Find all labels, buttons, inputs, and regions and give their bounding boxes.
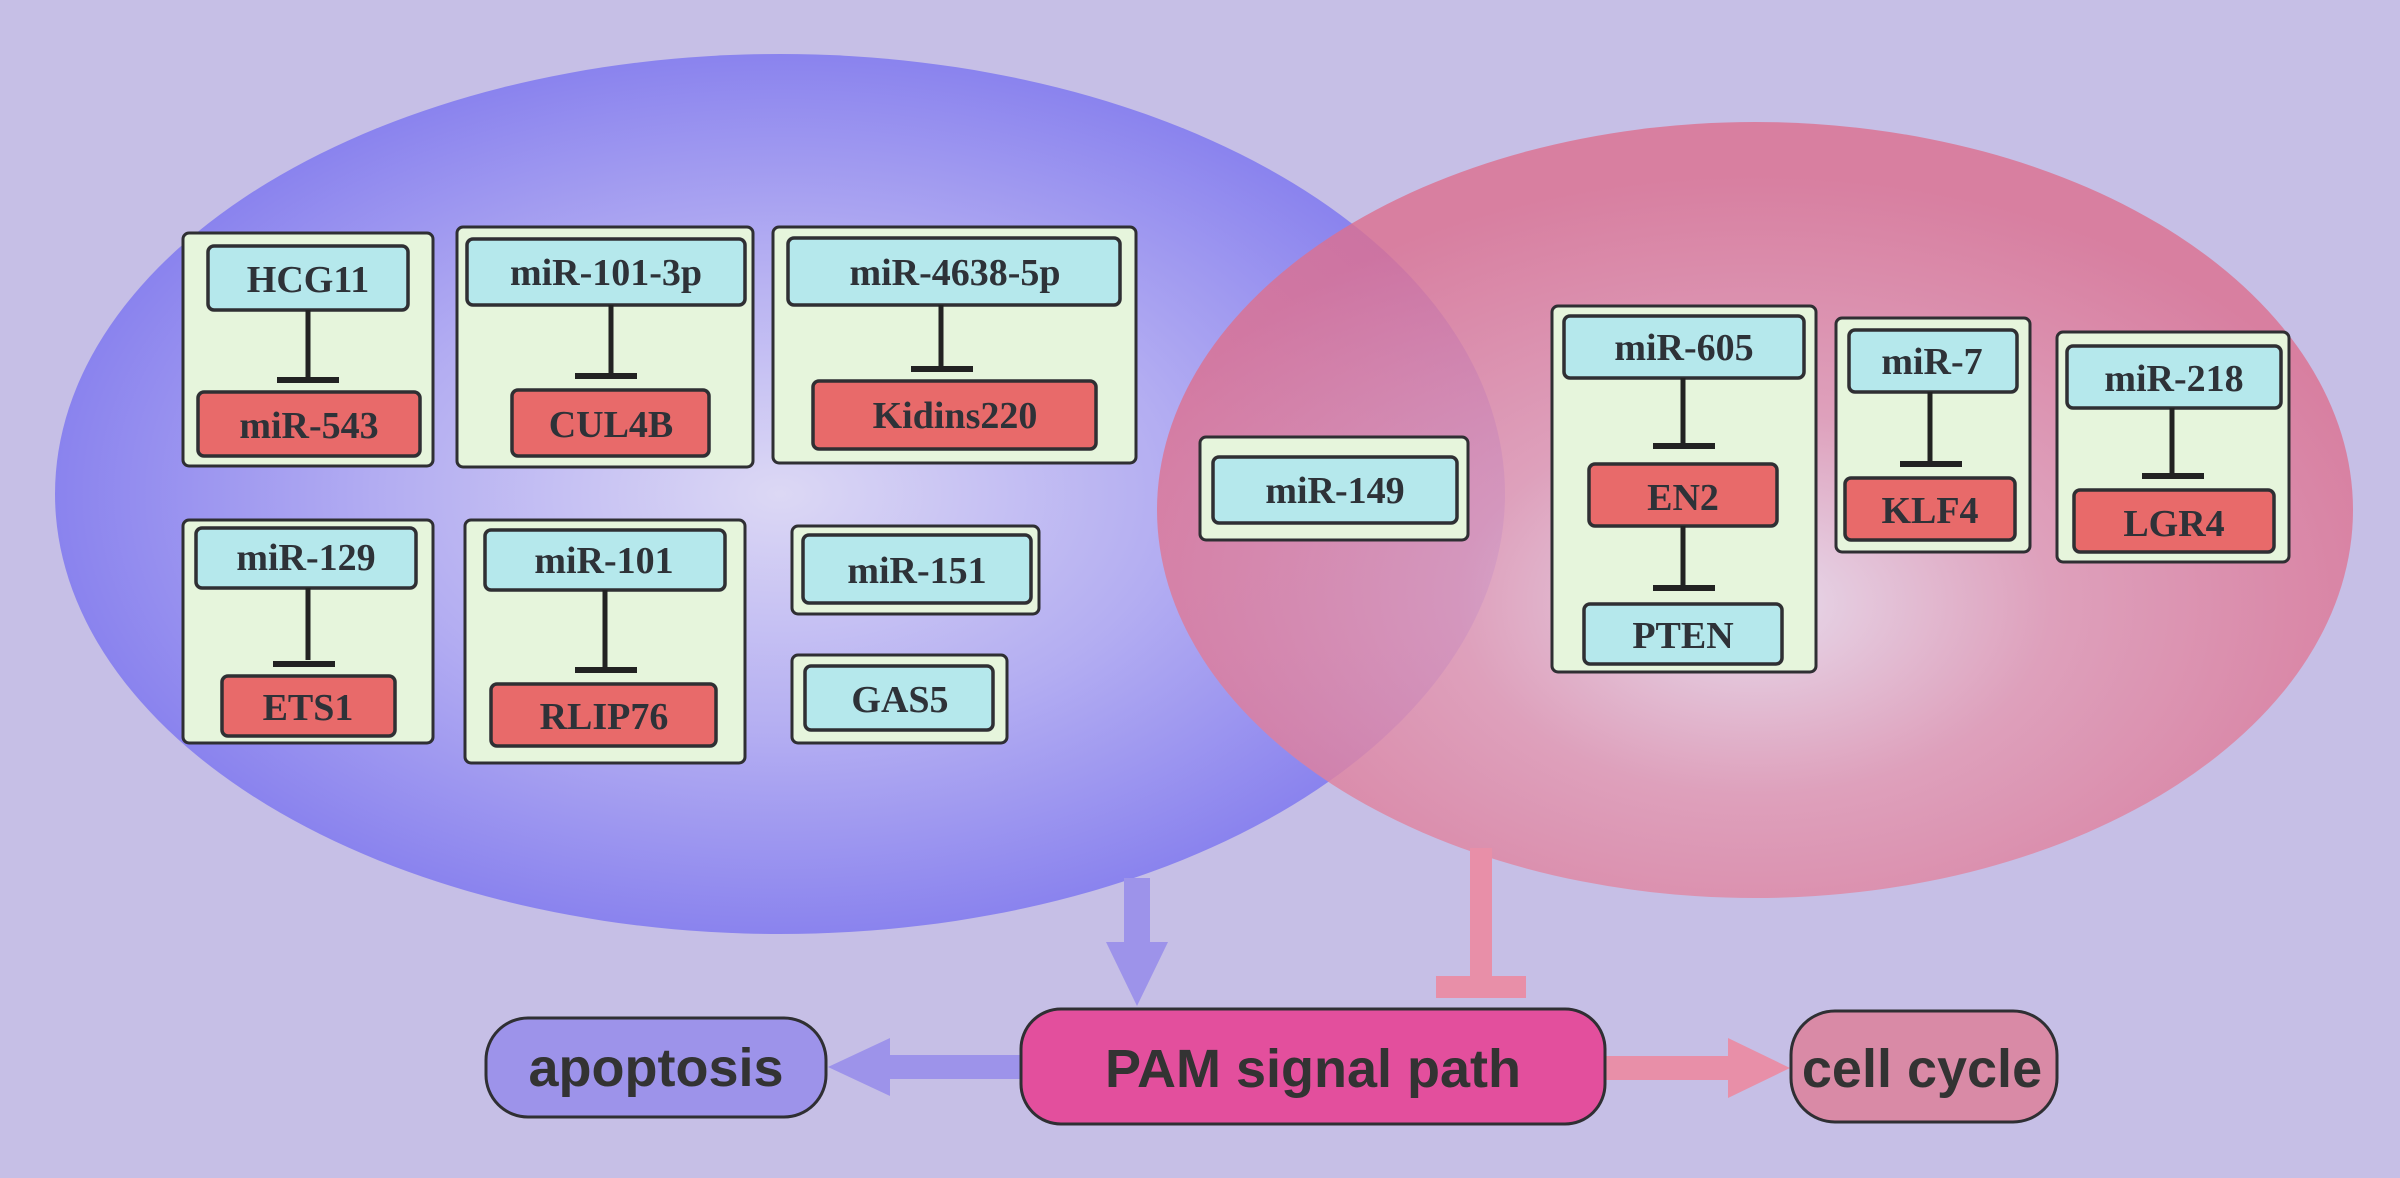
node-mir-149: miR-149 [1265, 470, 1404, 512]
pathway-label: PAM signal path [1105, 1039, 1521, 1099]
node-mir-101: miR-101 [534, 540, 673, 582]
node-mir-605: miR-605 [1614, 327, 1753, 369]
panel-hcg11: HCG11 miR-543 [181, 231, 435, 468]
node-mir-129: miR-129 [236, 537, 375, 579]
apoptosis-box: apoptosis [484, 1016, 828, 1119]
inhibition-bar [1436, 848, 1526, 998]
panel-mir-4638-5p: miR-4638-5p Kidins220 [771, 225, 1138, 465]
node-mir-4638-5p: miR-4638-5p [849, 252, 1060, 294]
panel-mir-7: miR-7 KLF4 [1834, 316, 2032, 554]
node-mir-101-3p: miR-101-3p [510, 252, 702, 294]
panel-mir-101-3p: miR-101-3p CUL4B [455, 225, 755, 469]
panel-gas5: GAS5 [790, 653, 1009, 745]
panel-mir-101: miR-101 RLIP76 [463, 518, 747, 765]
panel-mir-151: miR-151 [790, 524, 1041, 616]
node-gas5: GAS5 [851, 679, 948, 721]
node-hcg11: HCG11 [247, 259, 369, 301]
node-cul4b: CUL4B [549, 404, 674, 446]
node-mir-7: miR-7 [1881, 341, 1982, 383]
node-mir-543: miR-543 [239, 405, 378, 447]
apoptosis-arrow [828, 1038, 1024, 1096]
node-en2: EN2 [1647, 477, 1719, 519]
node-lgr4: LGR4 [2123, 503, 2224, 545]
apoptosis-label: apoptosis [528, 1038, 783, 1098]
node-rlip76: RLIP76 [540, 696, 669, 738]
node-mir-151: miR-151 [847, 550, 986, 592]
node-kidins220: Kidins220 [873, 395, 1038, 437]
node-pten: PTEN [1632, 615, 1733, 657]
cell-cycle-arrow [1602, 1038, 1790, 1098]
node-klf4: KLF4 [1881, 490, 1978, 532]
cell-cycle-box: cell cycle [1789, 1009, 2059, 1124]
node-mir-218: miR-218 [2104, 358, 2243, 400]
panel-mir-149: miR-149 [1198, 435, 1470, 542]
panel-mir-129: miR-129 ETS1 [181, 518, 435, 745]
cell-cycle-label: cell cycle [1802, 1039, 2042, 1099]
pathway-box: PAM signal path [1019, 1007, 1607, 1126]
node-ets1: ETS1 [263, 687, 354, 729]
panel-mir-605: miR-605 EN2 PTEN [1550, 304, 1818, 674]
panel-mir-218: miR-218 LGR4 [2055, 330, 2291, 564]
activation-arrow [1106, 878, 1168, 1006]
